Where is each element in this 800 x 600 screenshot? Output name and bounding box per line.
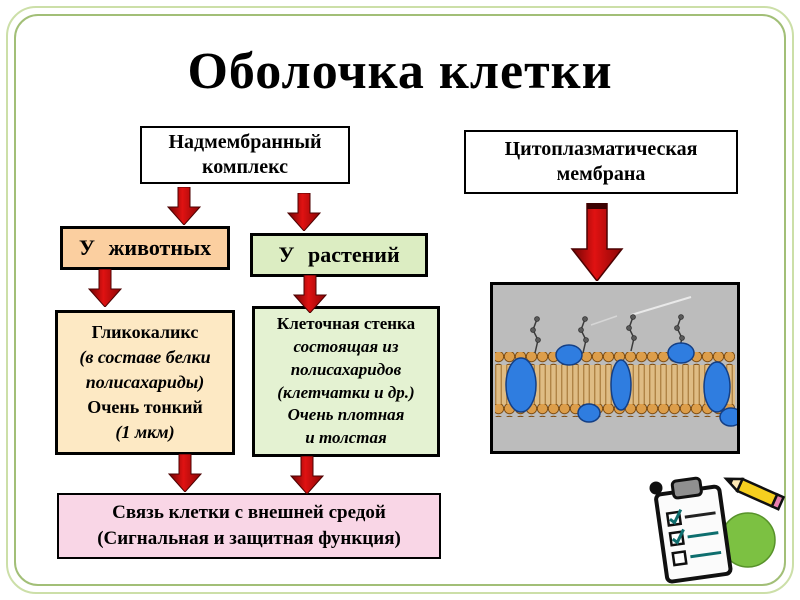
- down-arrow-large: [570, 203, 624, 281]
- cell-wall-line: полисахаридов: [290, 359, 402, 379]
- connection-line: Связь клетки с внешней средой: [112, 502, 386, 524]
- glycocalyx-line: (в составе белки: [79, 346, 211, 367]
- phospholipid-bilayer-illustration: [493, 285, 737, 451]
- membrane-image: [490, 282, 740, 454]
- clipboard-illustration: [649, 476, 786, 584]
- plants-label: У растений: [278, 242, 400, 268]
- supramembrane-complex-line: комплекс: [201, 156, 289, 178]
- cytoplasmic-membrane-box: Цитоплазматическая мембрана: [464, 130, 738, 194]
- supramembrane-complex-box: Надмембранный комплекс: [140, 126, 350, 184]
- down-arrow: [88, 269, 122, 307]
- connection-box: Связь клетки с внешней средой (Сигнальна…: [57, 493, 441, 559]
- cell-wall-line: состоящая из: [293, 336, 399, 356]
- plants-box: У растений: [250, 233, 428, 277]
- down-arrow: [293, 275, 327, 313]
- animals-box: У животных: [60, 226, 230, 270]
- connection-line: (Сигнальная и защитная функция): [97, 528, 401, 549]
- page-title: Оболочка клетки: [187, 43, 613, 100]
- pencil-icon: [723, 477, 786, 511]
- glycocalyx-line: Очень тонкий: [87, 397, 203, 418]
- down-arrow: [287, 193, 321, 231]
- membrane-proteins: [505, 342, 737, 427]
- cell-wall-line: Очень плотная: [287, 405, 405, 425]
- glycocalyx-line: Гликокаликс: [91, 321, 199, 342]
- glycocalyx-line: (1 мкм): [115, 422, 175, 443]
- down-arrow: [168, 454, 202, 492]
- glycocalyx-box: Гликокаликс (в составе белки полисахарид…: [55, 310, 235, 455]
- down-arrow: [167, 187, 201, 225]
- cell-wall-line: и толстая: [305, 428, 387, 448]
- animals-label: У животных: [78, 235, 212, 261]
- supramembrane-complex-line: Надмембранный: [168, 131, 322, 153]
- black-dot: [649, 481, 663, 495]
- clipboard-checklist-icon: [654, 476, 733, 584]
- cell-wall-line: (клетчатки и др.): [277, 382, 415, 402]
- cell-wall-line: Клеточная стенка: [276, 313, 416, 333]
- glycocalyx-line: полисахариды): [85, 371, 205, 392]
- cytoplasmic-membrane-line: мембрана: [556, 163, 646, 185]
- down-arrow: [290, 456, 324, 494]
- cytoplasmic-membrane-line: Цитоплазматическая: [504, 138, 698, 160]
- cell-wall-box: Клеточная стенка состоящая из полисахари…: [252, 306, 440, 457]
